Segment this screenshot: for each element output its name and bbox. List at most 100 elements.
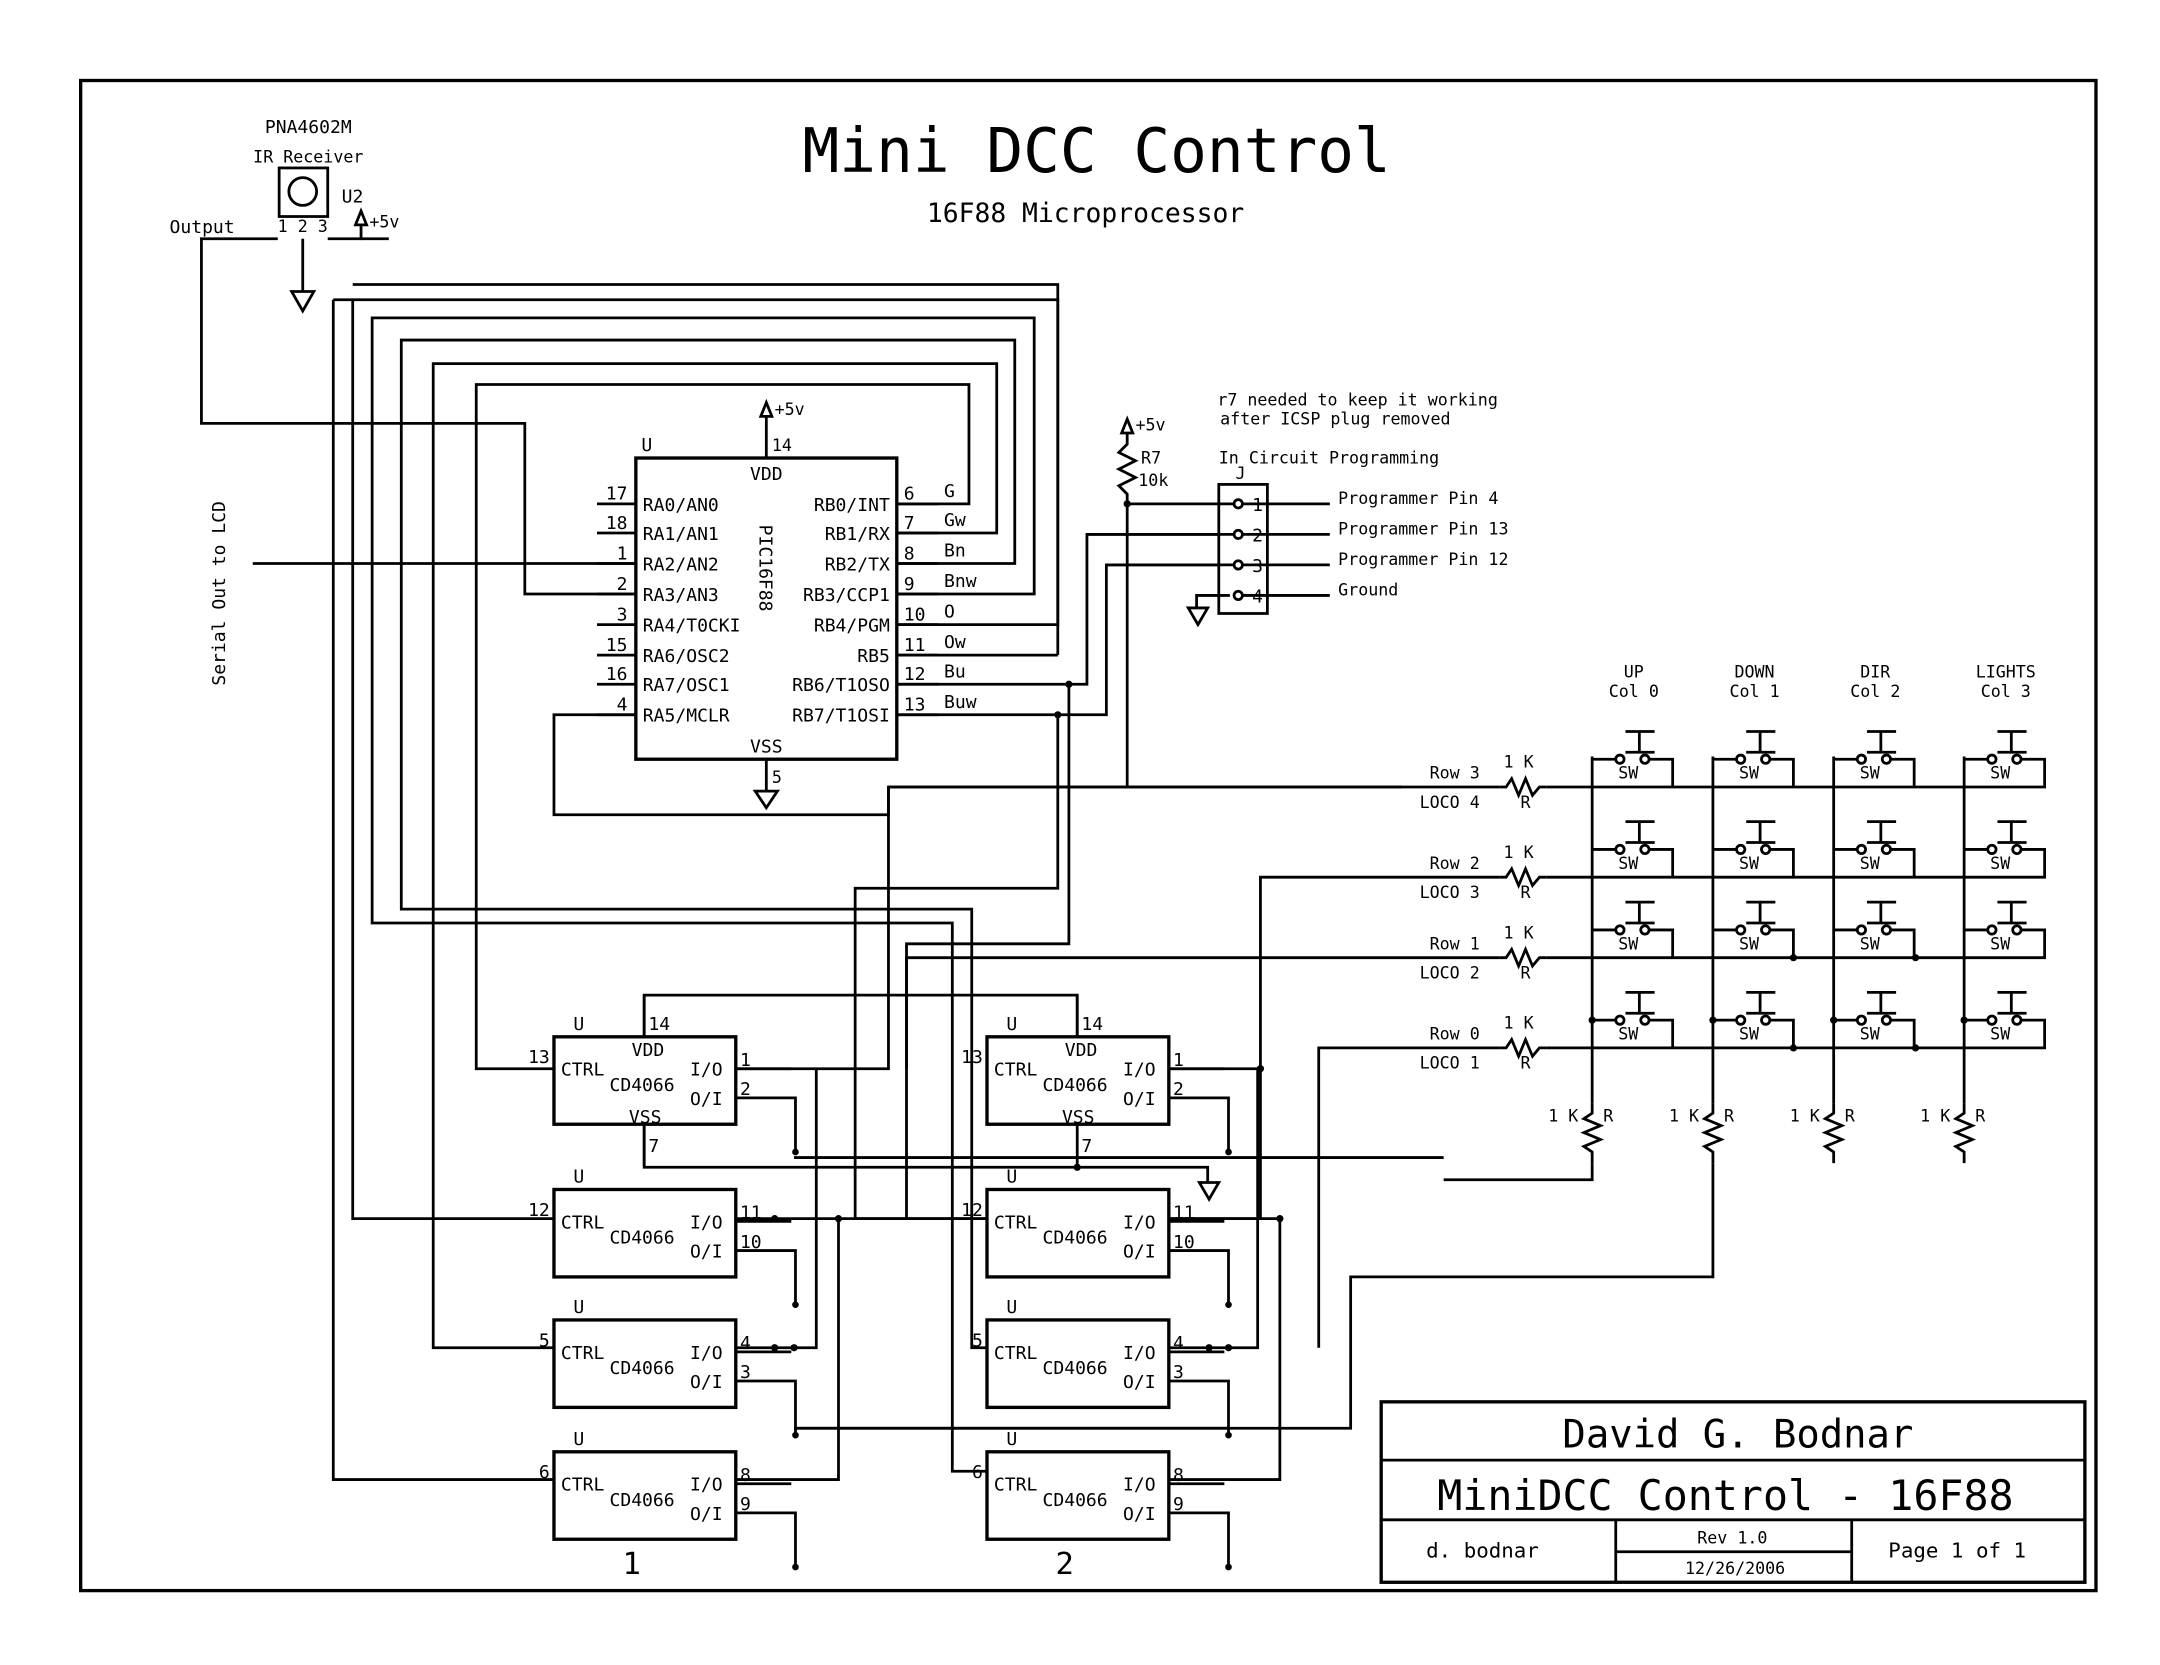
switch-contact	[1614, 753, 1626, 765]
ground-icon	[1196, 1181, 1222, 1202]
cd4066-oi-pin: 2	[1173, 1079, 1184, 1100]
ir-output-label: Output	[169, 217, 234, 238]
serial-out-label: Serial Out to LCD	[209, 501, 230, 686]
keypad-column-label: Col 0	[1609, 682, 1659, 701]
pic-pin-name: RA1/AN1	[643, 524, 719, 545]
cd4066-body	[552, 1187, 738, 1279]
title-block-page: Page 1 of 1	[1888, 1538, 2026, 1562]
pic-pin-number: 16	[606, 664, 628, 685]
cd4066-vss-label: VSS	[1062, 1107, 1095, 1128]
switch-contact	[2011, 1014, 2023, 1026]
switch-contact	[1880, 924, 1892, 936]
pic-pin-number: 4	[617, 695, 628, 716]
cd4066-vdd-pin: 14	[1081, 1014, 1103, 1035]
switch-label: SW	[1739, 1025, 1760, 1044]
switch-contact	[1614, 843, 1626, 855]
pic-pin-number: 10	[904, 604, 926, 625]
switch-contact	[1735, 843, 1747, 855]
switch-contact	[1986, 753, 1998, 765]
switch-label: SW	[1860, 934, 1881, 953]
switch-label: SW	[1990, 764, 2011, 783]
switch-label: SW	[1618, 764, 1639, 783]
switch-contact	[1760, 753, 1772, 765]
switch-contact	[1986, 843, 1998, 855]
resistor-ref: R	[1521, 883, 1532, 902]
cd4066-ctrl-pin: 12	[961, 1200, 983, 1221]
keypad-loco-label: LOCO 4	[1420, 793, 1480, 812]
ir-body	[277, 166, 330, 218]
pic-pin-name: RB1/RX	[825, 524, 890, 545]
pic-vss-pin: 5	[772, 768, 782, 787]
pic-net-label: Bnw	[944, 571, 977, 592]
pic-supply-arrow-icon	[758, 398, 774, 418]
resistor-ref: R	[1724, 1106, 1735, 1125]
cd4066-oi-label: O/I	[1123, 1089, 1156, 1110]
ir-supply-label: +5v	[369, 213, 399, 232]
pic-net-label: Gw	[944, 510, 966, 531]
pic-pin-number: 12	[904, 664, 926, 685]
pic-net-label: Ow	[944, 632, 966, 653]
switch-contact	[1614, 924, 1626, 936]
ir-ref: U2	[342, 187, 364, 208]
junction-dot	[771, 1344, 779, 1352]
cd4066-oi-pin: 3	[1173, 1362, 1184, 1383]
pic-pin-name: RB4/PGM	[814, 616, 890, 637]
cd4066-io-label: I/O	[1123, 1060, 1156, 1081]
cd4066-ref: U	[573, 1429, 584, 1450]
switch-contact	[1639, 1014, 1651, 1026]
cd4066-body	[552, 1318, 738, 1410]
cd4066-oi-label: O/I	[1123, 1372, 1156, 1393]
pic-pin-name: RB6/T1OSO	[792, 675, 890, 696]
pic-pin-name: RA3/AN3	[643, 585, 719, 606]
ir-receiver: PNA4602M IR Receiver U2 1 2 3 Output +5v	[169, 117, 636, 596]
cd4066-io-pin: 8	[740, 1465, 751, 1486]
switch-label: SW	[1739, 854, 1760, 873]
switch-contact	[1880, 1014, 1892, 1026]
icsp-pin-label: Ground	[1338, 580, 1398, 599]
pic-pin-number: 6	[904, 484, 915, 505]
vdd-tie-wire	[642, 993, 1079, 1037]
keypad-row-label: Row 0	[1430, 1025, 1480, 1044]
pic-left-pins: 17RA0/AN018RA1/AN11RA2/AN22RA3/AN33RA4/T…	[596, 484, 740, 727]
cd4066-io-pin: 4	[740, 1333, 751, 1354]
r7-ref: R7	[1141, 449, 1161, 468]
cd4066-body	[985, 1187, 1171, 1279]
title-block-drawn-by: d. bodnar	[1426, 1538, 1539, 1562]
chip-number-label: 1	[623, 1547, 641, 1582]
switch-contact	[1735, 753, 1747, 765]
ground-icon	[752, 789, 781, 811]
cd4066-oi-label: O/I	[690, 1372, 723, 1393]
junction-dot	[1256, 1065, 1265, 1073]
row-series-resistor	[1499, 775, 1547, 799]
cd4066-ref: U	[1006, 1167, 1017, 1188]
resistor-ref: R	[1845, 1106, 1856, 1125]
pic-pin-name: RB2/TX	[825, 554, 890, 575]
column-pulldown-resistor	[1580, 1103, 1605, 1164]
cd4066-ref: U	[573, 1167, 584, 1188]
cd4066-ctrl-pin: 13	[528, 1047, 550, 1068]
ground-icon	[289, 290, 317, 314]
resistor-value: 1 K	[1790, 1106, 1820, 1125]
resistor-value: 1 K	[1669, 1106, 1699, 1125]
cd4066-ctrl-pin: 13	[961, 1047, 983, 1068]
switch-contact	[1760, 843, 1772, 855]
resistor-ref: R	[1603, 1106, 1614, 1125]
icsp-pin-contact	[1232, 498, 1244, 510]
r7-supply-label: +5v	[1136, 415, 1166, 434]
pic-pin-number: 7	[904, 513, 915, 534]
switch-contact	[2011, 843, 2023, 855]
switch-contact	[1855, 843, 1867, 855]
pic-pin-number: 17	[606, 484, 628, 505]
cd4066-io-pin: 4	[1173, 1333, 1184, 1354]
r7-value: 10k	[1138, 471, 1168, 490]
r7-resistor	[1115, 433, 1139, 504]
pic-pin-number: 13	[904, 695, 926, 716]
switch-contact	[1614, 1014, 1626, 1026]
